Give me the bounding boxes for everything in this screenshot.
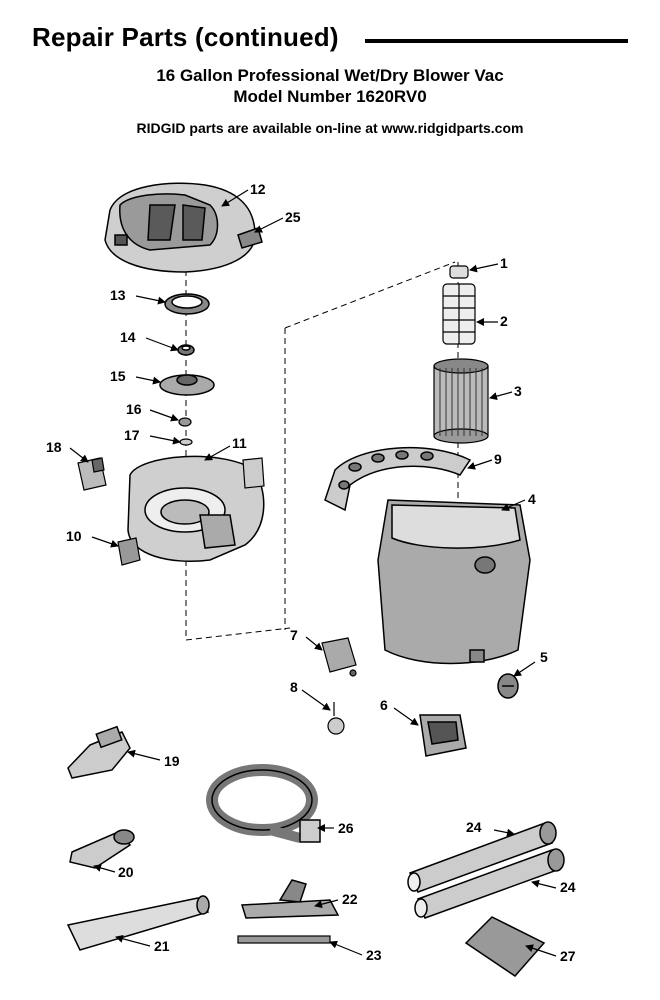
callout-10: 10 [66, 528, 82, 544]
callout-22: 22 [342, 891, 358, 907]
part-10-switch [117, 537, 141, 566]
callout-2: 2 [500, 313, 508, 329]
part-15-impeller [159, 374, 215, 396]
part-18-bracket [77, 457, 107, 491]
part-7-caster-mount [321, 637, 357, 677]
part-19-utility-nozzle [67, 725, 131, 779]
callout-labels: 12 25 1 2 3 9 4 13 14 15 16 17 11 18 10 … [46, 181, 576, 964]
callout-21: 21 [154, 938, 170, 954]
callout-11: 11 [232, 435, 247, 451]
part-8-caster [327, 702, 345, 735]
part-26-hose [206, 764, 321, 843]
part-5-drain-cap [497, 673, 519, 699]
callout-20: 20 [118, 864, 134, 880]
callout-4: 4 [528, 491, 536, 507]
part-3-cartridge-filter [433, 358, 489, 444]
callout-26: 26 [338, 820, 354, 836]
callout-6: 6 [380, 697, 388, 713]
part-27-manual [464, 916, 546, 977]
part-13-gasket [164, 293, 210, 315]
part-24-wand-lower [414, 848, 565, 919]
callout-25: 25 [285, 209, 301, 225]
leader-lines [69, 189, 557, 957]
callout-24-upper: 24 [466, 819, 482, 835]
model-number: Model Number 1620RV0 [233, 87, 427, 106]
part-24-wand-upper [407, 821, 557, 893]
page-title: Repair Parts (continued) [32, 22, 339, 52]
assembly-guide-lines [185, 261, 459, 641]
part-11-motor-housing [127, 455, 265, 562]
part-14-nut [177, 344, 195, 356]
part-12-power-head [104, 182, 263, 273]
callout-13: 13 [110, 287, 126, 303]
callout-18: 18 [46, 439, 62, 455]
part-1-cap [449, 265, 469, 279]
title-rule [365, 39, 628, 43]
part-21-crevice-tool [66, 895, 210, 951]
part-9-accessory-caddy [324, 446, 472, 512]
callout-14: 14 [120, 329, 136, 345]
callout-7: 7 [290, 627, 298, 643]
part-20-car-nozzle [69, 829, 135, 869]
callout-16: 16 [126, 401, 142, 417]
callout-19: 19 [164, 753, 180, 769]
part-4-collection-drum [377, 499, 531, 665]
callout-24-lower: 24 [560, 879, 576, 895]
part-17-washer [179, 438, 193, 446]
part-2-float-cage [442, 283, 476, 345]
callout-3: 3 [514, 383, 522, 399]
product-name: 16 Gallon Professional Wet/Dry Blower Va… [156, 66, 504, 85]
part-23-insert-strip [237, 935, 331, 944]
callout-9: 9 [494, 451, 502, 467]
cord-clip [242, 457, 265, 489]
callout-27: 27 [560, 948, 576, 964]
callout-17: 17 [124, 427, 140, 443]
part-6-foot [419, 714, 467, 757]
callout-15: 15 [110, 368, 126, 384]
availability-note: RIDGID parts are available on-line at ww… [136, 120, 524, 136]
callout-5: 5 [540, 649, 548, 665]
part-16-nut [178, 417, 192, 427]
part-22-floor-nozzle [241, 879, 340, 919]
callout-8: 8 [290, 679, 298, 695]
callout-1: 1 [500, 255, 508, 271]
callout-23: 23 [366, 947, 382, 963]
callout-12: 12 [250, 181, 266, 197]
